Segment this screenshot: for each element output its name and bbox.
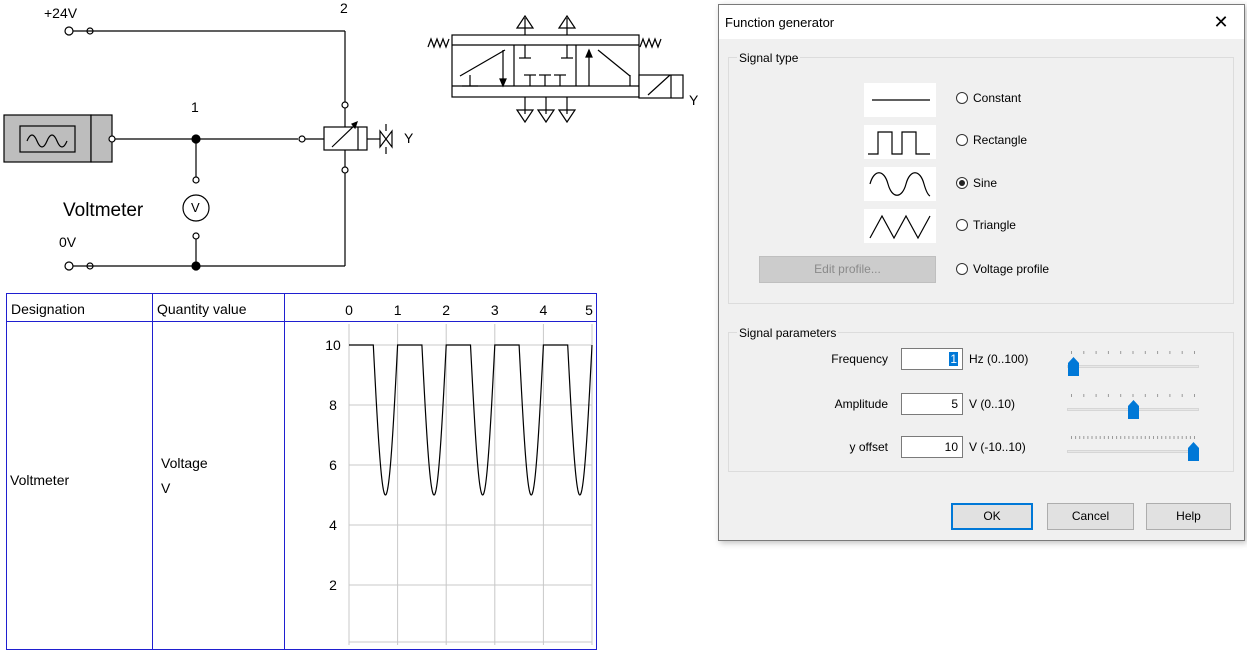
radio-button[interactable] — [956, 92, 968, 104]
radio-label: Sine — [973, 176, 998, 190]
row-designation: Voltmeter — [10, 472, 70, 488]
function-generator-dialog: Function generator ✕ Signal type Constan… — [718, 4, 1245, 541]
terminal-zero[interactable] — [64, 261, 74, 271]
radio-label: Constant — [973, 91, 1022, 105]
frequency-value: 1 — [949, 352, 958, 366]
voltmeter-label: Voltmeter — [63, 200, 144, 221]
signal-type-legend: Signal type — [737, 51, 801, 65]
radio-triangle[interactable]: Triangle — [956, 218, 1016, 232]
slider-thumb — [1188, 442, 1199, 461]
voltage-series-line — [349, 344, 593, 496]
x-tick-label: 3 — [491, 302, 499, 318]
row-unit: V — [161, 480, 171, 496]
y-offset-input[interactable]: 10 — [901, 436, 963, 458]
constant-wave-icon — [864, 83, 936, 117]
y-offset-unit: V (-10..10) — [969, 440, 1026, 454]
rectangle-wave-icon — [864, 125, 936, 159]
radio-voltage-profile[interactable]: Voltage profile — [956, 262, 1049, 276]
radio-button[interactable] — [956, 219, 968, 231]
dialog-title: Function generator — [725, 15, 835, 30]
x-tick-label: 5 — [585, 302, 593, 318]
amplitude-input[interactable]: 5 — [901, 393, 963, 415]
radio-button[interactable] — [956, 134, 968, 146]
solenoid-label: Y — [404, 130, 414, 146]
y-offset-slider[interactable] — [1067, 433, 1199, 461]
dialog-titlebar[interactable]: Function generator ✕ — [719, 5, 1244, 39]
amplitude-slider[interactable] — [1067, 391, 1199, 419]
x-tick-label: 2 — [442, 302, 450, 318]
radio-label: Rectangle — [973, 133, 1028, 147]
state-diagram-table: Designation Quantity value Voltmeter Vol… — [6, 293, 597, 650]
terminal-plus[interactable] — [64, 26, 74, 36]
frequency-label: Frequency — [831, 352, 888, 366]
y-tick-label: 2 — [329, 577, 337, 593]
signal-parameters-legend: Signal parameters — [737, 326, 839, 340]
sine-wave-icon — [864, 167, 936, 201]
valve-solenoid-label: Y — [689, 92, 699, 108]
y-tick-label: 10 — [325, 337, 341, 353]
header-designation: Designation — [11, 301, 85, 317]
row-quantity: Voltage — [161, 455, 208, 471]
frequency-unit: Hz (0..100) — [969, 352, 1029, 366]
y-tick-label: 8 — [329, 397, 337, 413]
triangle-wave-icon — [864, 209, 936, 243]
x-tick-label: 1 — [394, 302, 402, 318]
y-tick-label: 6 — [329, 457, 337, 473]
radio-label: Voltage profile — [973, 262, 1050, 276]
radio-constant[interactable]: Constant — [956, 91, 1021, 105]
frequency-input[interactable]: 1 — [901, 348, 963, 370]
y-tick-label: 4 — [329, 517, 337, 533]
voltmeter-symbol[interactable] — [182, 194, 210, 222]
signal-parameters-group — [728, 332, 1234, 472]
radio-label: Triangle — [973, 218, 1016, 232]
help-button[interactable]: Help — [1146, 503, 1231, 530]
slider-thumb — [1127, 400, 1139, 419]
node-1-label: 1 — [191, 99, 199, 115]
supply-plus-label: +24V — [44, 5, 78, 21]
radio-rectangle[interactable]: Rectangle — [956, 133, 1027, 147]
y-offset-label: y offset — [849, 440, 888, 454]
valve-symbol — [427, 14, 684, 124]
supply-zero-label: 0V — [59, 234, 77, 250]
proportional-solenoid[interactable] — [323, 126, 368, 151]
ok-button[interactable]: OK — [951, 503, 1033, 530]
circuit-diagram — [3, 14, 684, 271]
header-quantity-value: Quantity value — [157, 301, 247, 317]
voltage-plot: 0 1 2 3 4 5 2 4 6 8 10 — [325, 302, 593, 645]
radio-button[interactable] — [956, 263, 968, 275]
voltmeter-v-symbol: V — [191, 200, 200, 215]
close-button[interactable]: ✕ — [1198, 5, 1244, 39]
radio-sine[interactable]: Sine — [956, 176, 997, 190]
edit-profile-button[interactable]: Edit profile... — [759, 256, 936, 283]
cancel-button[interactable]: Cancel — [1047, 503, 1134, 530]
radio-button-selected[interactable] — [956, 177, 968, 189]
slider-thumb — [1068, 357, 1080, 376]
x-tick-label: 4 — [540, 302, 548, 318]
node-2-label: 2 — [340, 0, 348, 16]
signal-type-group — [728, 57, 1234, 304]
amplitude-label: Amplitude — [834, 397, 888, 411]
frequency-slider[interactable] — [1067, 348, 1199, 376]
amplitude-unit: V (0..10) — [969, 397, 1016, 411]
close-icon: ✕ — [1213, 12, 1229, 32]
x-tick-label: 0 — [345, 302, 353, 318]
